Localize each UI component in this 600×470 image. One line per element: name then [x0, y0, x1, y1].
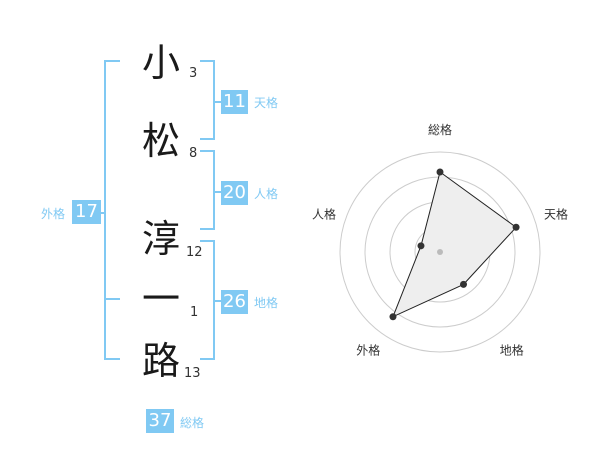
radar-point-1 — [436, 168, 444, 176]
stroke-count-1: 3 — [189, 66, 198, 81]
radar-axis-label-5: 人格 — [312, 206, 336, 221]
jinkaku-bracket — [200, 150, 215, 230]
jinkaku-label: 人格 — [254, 187, 279, 201]
radar-axis-label-4: 外格 — [356, 343, 380, 358]
name-char-3: 淳 — [141, 217, 180, 261]
stroke-count-4: 1 — [190, 305, 199, 320]
name-char-5: 路 — [141, 339, 180, 383]
chikaku-connector — [213, 300, 223, 302]
name-char-1: 小 — [141, 41, 180, 85]
tenkaku-connector — [213, 101, 223, 103]
tenkaku-value: 11 — [221, 90, 248, 114]
gaikaku-value: 17 — [72, 200, 101, 224]
radar-point-5 — [417, 242, 425, 250]
radar-area — [392, 171, 517, 318]
chikaku-value: 26 — [221, 290, 248, 314]
radar-axis-label-2: 天格 — [544, 206, 568, 221]
name-char-2: 松 — [141, 119, 180, 163]
gaikaku-bracket-bottom — [104, 298, 120, 360]
radar-axis-label-1: 総格 — [428, 122, 452, 137]
tenkaku-bracket — [200, 60, 215, 140]
chikaku-label: 地格 — [254, 296, 279, 310]
radar-point-3 — [460, 280, 468, 288]
stroke-count-3: 12 — [186, 245, 203, 260]
radar-axis-label-3: 地格 — [500, 343, 524, 358]
gaikaku-connector — [98, 212, 106, 214]
stroke-count-2: 8 — [189, 146, 198, 161]
stroke-count-5: 13 — [184, 366, 201, 381]
soukaku-value: 37 — [146, 409, 174, 433]
soukaku-label: 総格 — [180, 416, 205, 430]
tenkaku-label: 天格 — [254, 96, 279, 110]
name-char-4: 一 — [141, 277, 180, 321]
jinkaku-value: 20 — [221, 181, 248, 205]
radar-point-2 — [512, 223, 520, 231]
radar-point-4 — [389, 313, 397, 321]
gaikaku-label: 外格 — [41, 207, 66, 221]
radar-center — [437, 249, 443, 255]
jinkaku-connector — [213, 191, 223, 193]
radar-ring-4 — [339, 151, 541, 353]
